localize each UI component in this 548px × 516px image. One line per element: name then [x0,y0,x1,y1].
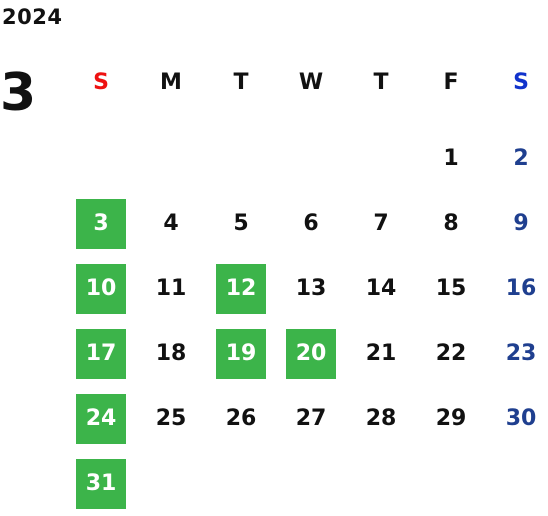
calendar-cell [136,451,206,516]
calendar-cell [346,126,416,191]
calendar-cell: 4 [136,191,206,256]
weekday-wednesday: W [298,69,324,95]
calendar-cell [66,126,136,191]
calendar-cell: 17 [66,321,136,386]
calendar-day-highlighted[interactable]: 12 [216,263,266,314]
calendar-day[interactable]: 25 [155,406,187,431]
calendar-day[interactable]: 16 [505,276,537,301]
year-label: 2024 [2,5,63,29]
calendar-cell: 1 [416,126,486,191]
calendar-day-highlighted[interactable]: 20 [286,328,336,379]
calendar-cell: 5 [206,191,276,256]
calendar-day[interactable]: 29 [435,406,467,431]
calendar-day-highlighted[interactable]: 19 [216,328,266,379]
weekday-saturday: S [513,69,529,95]
calendar-cell: 10 [66,256,136,321]
weekday-header: S M T W T F S [66,62,548,102]
calendar-cell: 12 [206,256,276,321]
calendar-day[interactable]: 13 [295,276,327,301]
calendar-day[interactable]: 9 [513,211,529,236]
weekday-thursday: T [373,69,389,95]
calendar-cell: 6 [276,191,346,256]
calendar-day[interactable]: 26 [225,406,257,431]
calendar-cell [136,126,206,191]
calendar-cell [416,451,486,516]
calendar-day[interactable]: 1 [443,146,459,171]
weekday-friday: F [443,69,459,95]
calendar-day[interactable]: 21 [365,341,397,366]
calendar-day[interactable]: 4 [163,211,179,236]
weekday-monday: M [160,69,182,95]
calendar-cell: 22 [416,321,486,386]
calendar-day-highlighted[interactable]: 3 [76,198,126,249]
calendar-day[interactable]: 18 [155,341,187,366]
calendar-day-highlighted[interactable]: 31 [76,458,126,509]
calendar-cell: 9 [486,191,548,256]
calendar-day[interactable]: 7 [373,211,389,236]
calendar-day[interactable]: 15 [435,276,467,301]
calendar-day[interactable]: 5 [233,211,249,236]
calendar-day[interactable]: 2 [513,146,529,171]
calendar-cell: 28 [346,386,416,451]
calendar-cell [346,451,416,516]
calendar-cell: 7 [346,191,416,256]
calendar-cell: 3 [66,191,136,256]
calendar-day[interactable]: 27 [295,406,327,431]
calendar-cell [276,126,346,191]
calendar-cell: 29 [416,386,486,451]
calendar-day-highlighted[interactable]: 24 [76,393,126,444]
calendar-day[interactable]: 11 [155,276,187,301]
calendar-cell: 31 [66,451,136,516]
calendar-cell: 25 [136,386,206,451]
calendar-cell: 27 [276,386,346,451]
calendar-cell: 2 [486,126,548,191]
calendar-cell: 15 [416,256,486,321]
calendar-day[interactable]: 14 [365,276,397,301]
calendar-day[interactable]: 30 [505,406,537,431]
calendar-cell: 14 [346,256,416,321]
calendar-cell [486,451,548,516]
calendar-day[interactable]: 6 [303,211,319,236]
calendar-cell: 16 [486,256,548,321]
calendar-cell: 20 [276,321,346,386]
calendar-cell: 24 [66,386,136,451]
calendar-day-highlighted[interactable]: 10 [76,263,126,314]
calendar-cell: 23 [486,321,548,386]
calendar-cell: 21 [346,321,416,386]
calendar-cell: 18 [136,321,206,386]
calendar-cell [206,126,276,191]
weekday-sunday: S [93,69,109,95]
calendar-cell: 8 [416,191,486,256]
calendar-day[interactable]: 28 [365,406,397,431]
calendar-cell: 30 [486,386,548,451]
calendar-cell [206,451,276,516]
calendar-cell: 26 [206,386,276,451]
calendar-cell: 11 [136,256,206,321]
calendar-day[interactable]: 22 [435,341,467,366]
calendar-cell: 19 [206,321,276,386]
calendar-day-highlighted[interactable]: 17 [76,328,126,379]
month-number: 3 [0,63,37,123]
calendar-day[interactable]: 8 [443,211,459,236]
weekday-tuesday: T [233,69,249,95]
calendar-cell: 13 [276,256,346,321]
calendar-day[interactable]: 23 [505,341,537,366]
calendar-cell [276,451,346,516]
